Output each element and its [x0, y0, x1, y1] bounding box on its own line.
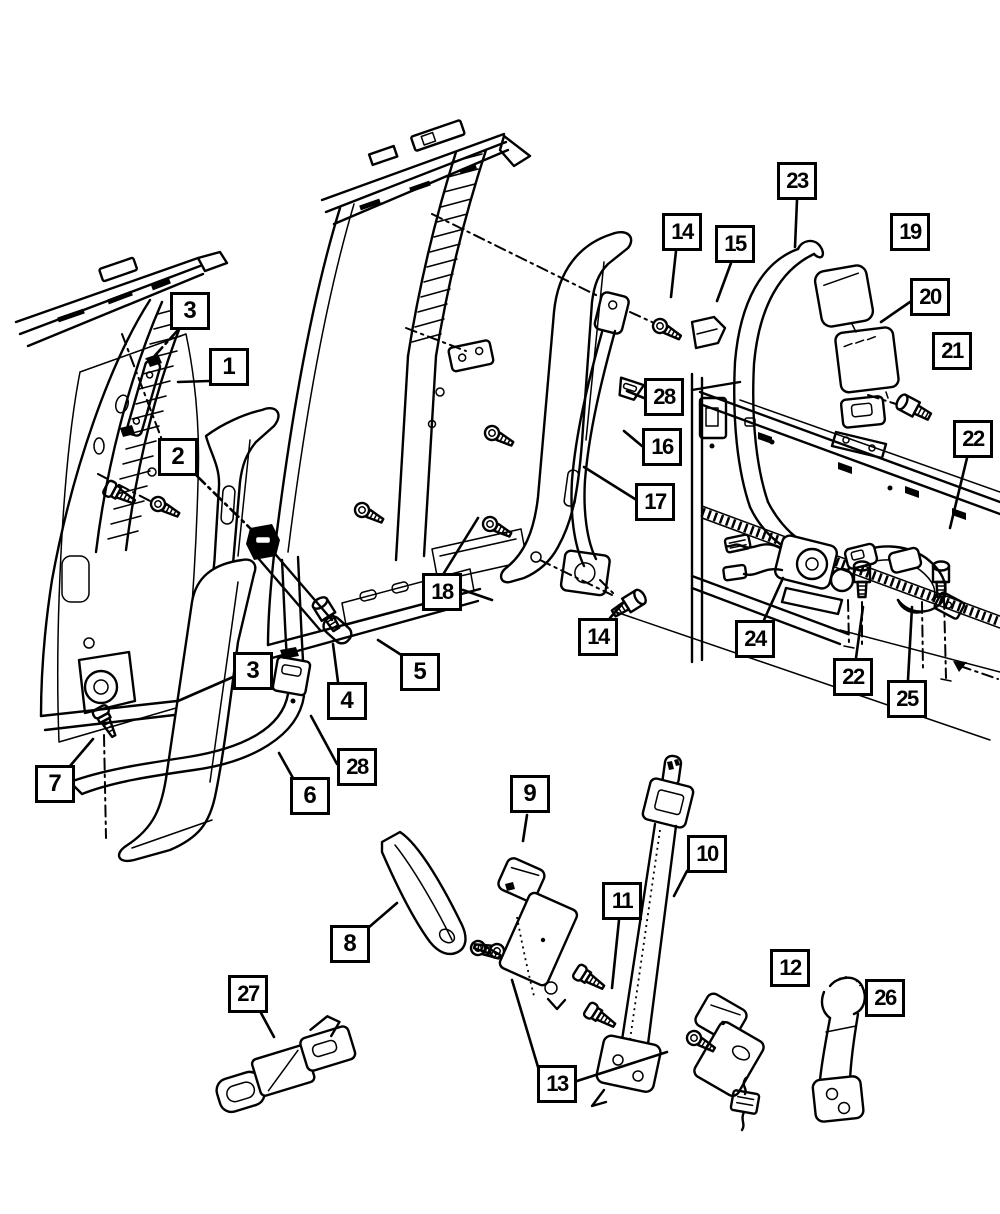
part-9-buckle: [497, 857, 579, 1011]
part-27-latch-plate: [215, 1015, 357, 1114]
callout-15: 15: [715, 225, 755, 263]
callout-24: 24: [735, 620, 775, 658]
callout-11: 11: [602, 882, 642, 920]
callout-9: 9: [510, 775, 550, 813]
callout-13: 13: [537, 1065, 577, 1103]
callout-14b: 14: [578, 618, 618, 656]
callout-8: 8: [330, 925, 370, 963]
rear-panel-view: [599, 239, 1000, 741]
callout-25: 25: [887, 680, 927, 718]
callout-10: 10: [687, 835, 727, 873]
callout-12: 12: [770, 949, 810, 987]
callout-3a: 3: [170, 292, 210, 330]
callout-22a: 22: [953, 420, 993, 458]
part-26-belt-end: [811, 976, 866, 1123]
front-pillar-view: [14, 250, 387, 863]
part-8-sleeve: [380, 830, 507, 961]
callout-27: 27: [228, 975, 268, 1013]
part-10-adjuster-strap: [590, 754, 695, 1108]
callout-16: 16: [642, 428, 682, 466]
part-12-buckle-wired: [683, 992, 765, 1132]
callout-21: 21: [932, 332, 972, 370]
callout-18: 18: [422, 573, 462, 611]
center-pillar-view: [266, 119, 727, 660]
callout-2: 2: [158, 438, 198, 476]
callout-7: 7: [35, 765, 75, 803]
callout-14a: 14: [662, 213, 702, 251]
callout-5: 5: [400, 653, 440, 691]
callout-20: 20: [910, 278, 950, 316]
callout-4: 4: [327, 682, 367, 720]
callout-19: 19: [890, 213, 930, 251]
callout-1: 1: [209, 348, 249, 386]
callout-17: 17: [635, 483, 675, 521]
callout-22b: 22: [833, 658, 873, 696]
callout-3b: 3: [233, 652, 273, 690]
callout-26: 26: [865, 979, 905, 1017]
callout-28b: 28: [337, 748, 377, 786]
callout-23: 23: [777, 162, 817, 200]
callout-6: 6: [290, 777, 330, 815]
callout-28a: 28: [644, 378, 684, 416]
